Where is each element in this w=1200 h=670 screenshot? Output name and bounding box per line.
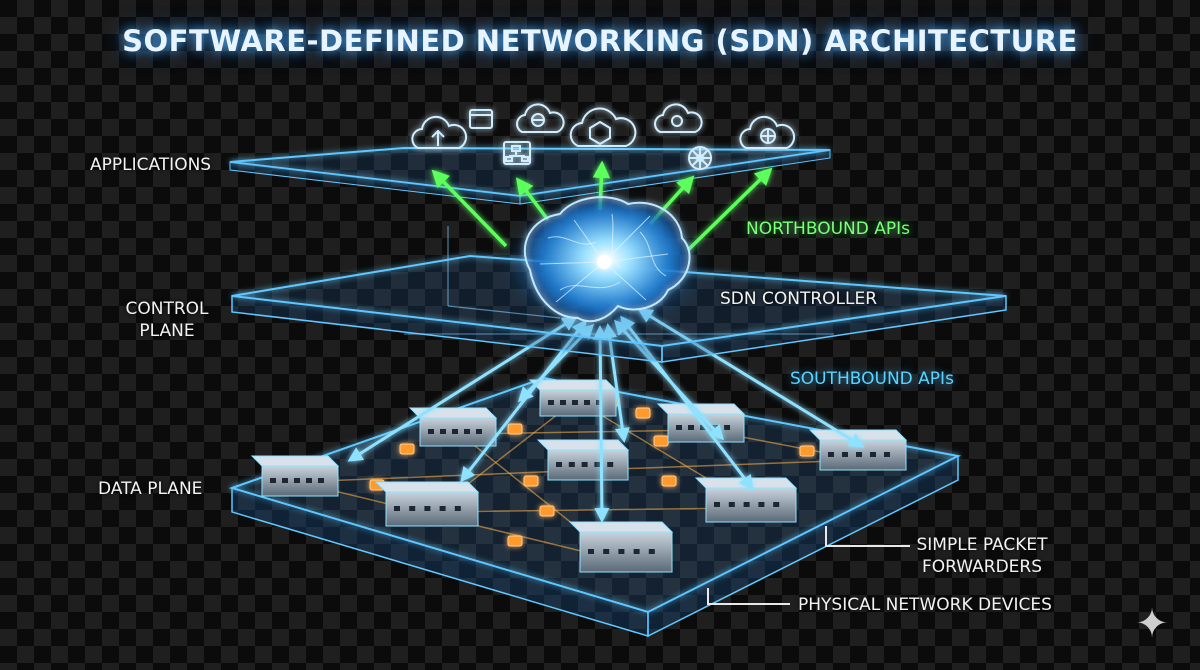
simple-packet-label-line2: FORWARDERS	[921, 557, 1043, 577]
network-switch	[374, 481, 480, 527]
diagram-title: SOFTWARE-DEFINED NETWORKING (SDN) ARCHIT…	[122, 24, 1078, 58]
control-plane-label: CONTROL PLANE	[112, 298, 222, 342]
network-switch	[250, 455, 340, 497]
cloud-globe-icon	[516, 103, 565, 133]
cloud-network-icon	[569, 107, 637, 147]
physical-network-devices-label: PHYSICAL NETWORK DEVICES	[798, 595, 1052, 615]
applications-label: APPLICATIONS	[90, 155, 212, 175]
sdn-controller-brain	[518, 196, 691, 323]
simple-packet-forwarders-label: SIMPLE PACKET FORWARDERS	[902, 534, 1062, 578]
hub-icon	[688, 146, 712, 170]
app-icons	[411, 103, 796, 170]
southbound-apis-label: SOUTHBOUND APIs	[790, 369, 954, 389]
applications-layer	[229, 146, 831, 205]
sdn-controller-label: SDN CONTROLLER	[720, 289, 878, 309]
cloud-globe-icon-2	[739, 115, 796, 149]
browser-window-icon	[469, 109, 493, 129]
network-diagram-icon	[503, 141, 531, 165]
northbound-apis-label: NORTHBOUND APIs	[746, 219, 910, 239]
southbound-arrows	[347, 308, 865, 523]
cloud-upload-icon	[411, 115, 468, 149]
data-plane-label: DATA PLANE	[98, 479, 203, 499]
network-switch	[568, 521, 674, 573]
sparkle-icon: ✦	[1135, 602, 1169, 646]
cloud-refresh-icon	[654, 103, 703, 133]
control-plane-label-line1: CONTROL	[125, 299, 209, 319]
control-plane-label-line2: PLANE	[139, 321, 195, 341]
simple-packet-label-line1: SIMPLE PACKET	[916, 535, 1048, 555]
